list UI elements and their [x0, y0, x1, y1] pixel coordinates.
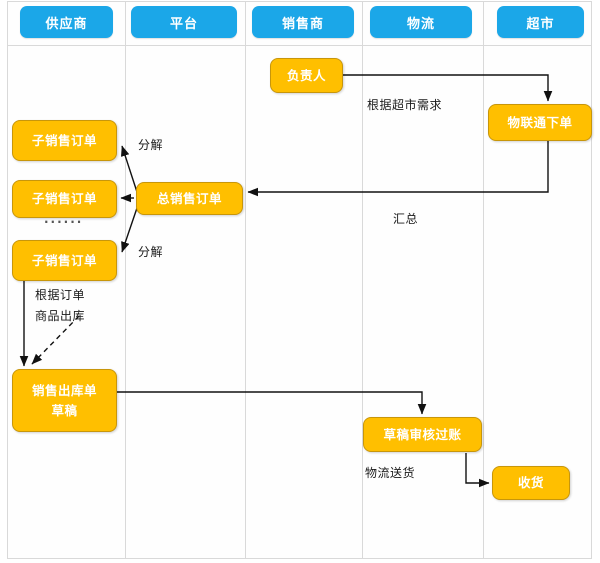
lane-header-platform[interactable]: 平台: [131, 6, 237, 38]
lane-divider-4: [483, 1, 484, 559]
edge-label-summarize: 汇总: [393, 212, 419, 226]
edge-label-delivery: 物流送货: [365, 466, 416, 480]
node-outbound-draft-label-line1: 销售出库单: [31, 383, 97, 399]
lane-header-supermarket-label: 超市: [526, 16, 555, 32]
lane-divider-1: [125, 1, 126, 559]
node-iot-order[interactable]: 物联通下单: [488, 104, 592, 141]
lane-header-logistics-label: 物流: [406, 16, 435, 32]
node-outbound-draft-label-line2: 草稿: [51, 402, 78, 418]
edge-label-outbound-line1: 根据订单: [35, 288, 86, 302]
lane-header-supermarket[interactable]: 超市: [497, 6, 584, 38]
node-sub-order-3-label: 子销售订单: [31, 252, 97, 268]
lane-divider-3: [362, 1, 363, 559]
edge-label-split-bottom: 分解: [138, 245, 164, 259]
node-total-order-label: 总销售订单: [156, 190, 222, 206]
edge-label-outbound-line2: 商品出库: [35, 309, 86, 323]
lane-header-supplier[interactable]: 供应商: [20, 6, 113, 38]
node-sub-order-1[interactable]: 子销售订单: [12, 120, 117, 161]
node-owner[interactable]: 负责人: [270, 58, 343, 93]
node-audit-post-label: 草稿审核过账: [383, 426, 462, 442]
edge-label-demand: 根据超市需求: [367, 98, 443, 112]
edge-label-split-top: 分解: [138, 138, 164, 152]
node-receive-label: 收货: [517, 475, 544, 491]
lane-divider-2: [245, 1, 246, 559]
lane-header-rule: [7, 45, 592, 46]
node-owner-label: 负责人: [286, 67, 326, 83]
node-total-order[interactable]: 总销售订单: [136, 182, 243, 215]
node-sub-order-3[interactable]: 子销售订单: [12, 240, 117, 281]
lane-header-supplier-label: 供应商: [45, 16, 88, 32]
node-sub-order-1-label: 子销售订单: [31, 132, 97, 148]
lane-header-reseller[interactable]: 销售商: [252, 6, 354, 38]
node-sub-order-2-label: 子销售订单: [31, 191, 97, 207]
node-sub-order-2[interactable]: 子销售订单: [12, 180, 117, 218]
lane-header-platform-label: 平台: [169, 16, 198, 32]
lane-header-logistics[interactable]: 物流: [370, 6, 472, 38]
sub-order-ellipsis: ······: [44, 215, 84, 229]
node-iot-order-label: 物联通下单: [507, 114, 573, 130]
node-outbound-draft[interactable]: 销售出库单 草稿: [12, 369, 117, 432]
lane-header-reseller-label: 销售商: [281, 16, 324, 32]
node-audit-post[interactable]: 草稿审核过账: [363, 417, 482, 452]
node-receive[interactable]: 收货: [492, 466, 570, 500]
